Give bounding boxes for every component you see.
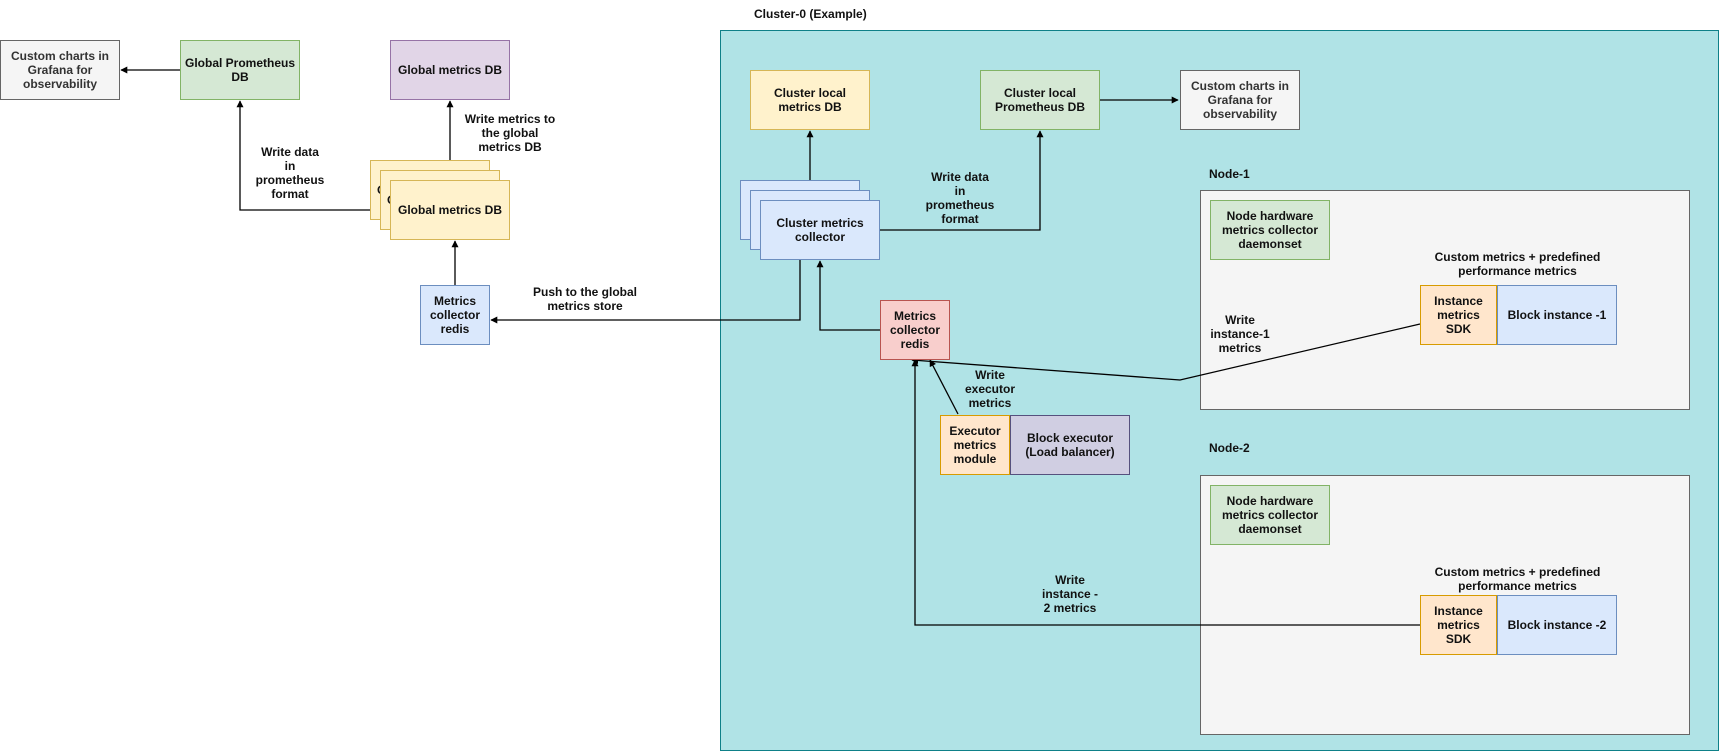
edge-instance1-to-cluster-redis — [911, 323, 1421, 381]
node2-hardware-collector-box: Node hardware metrics collector daemonse… — [1210, 485, 1330, 545]
block-executor-box: Block executor (Load balancer) — [1010, 415, 1130, 475]
node1-instance-sdk-box: Instance metrics SDK — [1420, 285, 1497, 345]
label-node1-custom-metrics: Custom metrics + predefined performance … — [1434, 250, 1601, 278]
cluster-metrics-collector-box: Cluster metrics collector — [760, 200, 880, 260]
edge-stack-to-global-prometheus — [236, 100, 390, 211]
edge-redis-to-cluster-collector — [816, 260, 880, 331]
edge-cluster-collector-to-global-redis — [490, 260, 801, 324]
metrics-collector-redis-global-box: Metrics collector redis — [420, 285, 490, 345]
label-write-prometheus-cluster: Write data in prometheus format — [925, 170, 995, 226]
edge-executor-to-cluster-redis — [929, 359, 959, 415]
cluster-local-metrics-db-box: Cluster local metrics DB — [750, 70, 870, 130]
node1-title: Node-1 — [1209, 167, 1250, 181]
global-prometheus-db-box: Global Prometheus DB — [180, 40, 300, 100]
grafana-cluster-box: Custom charts in Grafana for observabili… — [1180, 70, 1300, 130]
executor-metrics-module-box: Executor metrics module — [940, 415, 1010, 475]
label-node2-custom-metrics: Custom metrics + predefined performance … — [1434, 565, 1601, 593]
node2-title: Node-2 — [1209, 441, 1250, 455]
node2-block-instance-box: Block instance -2 — [1497, 595, 1617, 655]
global-metrics-db-stack-front: Global metrics DB — [390, 180, 510, 240]
grafana-global-box: Custom charts in Grafana for observabili… — [0, 40, 120, 100]
label-write-instance1: Write instance-1 metrics — [1210, 313, 1270, 355]
label-push-global-store: Push to the global metrics store — [533, 285, 637, 313]
cluster-local-prometheus-db-box: Cluster local Prometheus DB — [980, 70, 1100, 130]
metrics-collector-redis-cluster-box: Metrics collector redis — [880, 300, 950, 360]
label-write-prometheus-global: Write data in prometheus format — [255, 145, 325, 201]
global-metrics-db-box: Global metrics DB — [390, 40, 510, 100]
node2-instance-sdk-box: Instance metrics SDK — [1420, 595, 1497, 655]
cluster-title: Cluster-0 (Example) — [754, 7, 867, 21]
label-write-instance2: Write instance - 2 metrics — [1041, 573, 1098, 615]
label-write-executor: Write executor metrics — [964, 368, 1016, 410]
node1-block-instance-box: Block instance -1 — [1497, 285, 1617, 345]
node1-hardware-collector-box: Node hardware metrics collector daemonse… — [1210, 200, 1330, 260]
edge-instance2-to-cluster-redis — [911, 359, 1420, 626]
edge-collector-to-cluster-prometheus — [880, 130, 1044, 231]
label-write-global-metrics: Write metrics to the global metrics DB — [464, 112, 556, 154]
